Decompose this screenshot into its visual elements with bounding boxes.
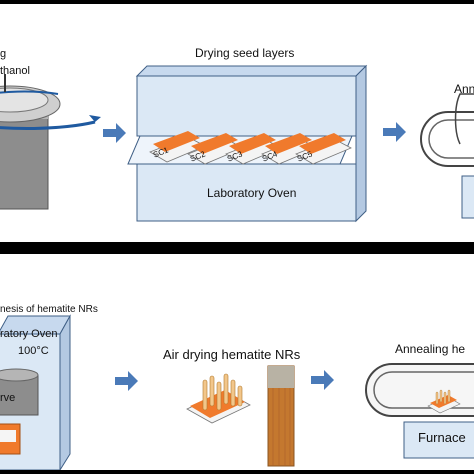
solvent-label-fragment: thanol (0, 65, 30, 77)
process-arrow-1 (103, 123, 126, 143)
anneal-label-fragment: Ann (454, 82, 474, 96)
bottom-panel: nesis of hematite NRs ratory Oven 100°C … (0, 254, 474, 470)
bottom-panel-illustration (0, 314, 474, 470)
annealing-title-fragment: Annealing he (395, 342, 466, 356)
top-panel-illustration (0, 64, 474, 223)
drying-title: Drying seed layers (195, 46, 295, 60)
hematite-nanorods (202, 373, 243, 411)
synthesis-title-fragment: nesis of hematite NRs (0, 304, 98, 315)
nanorod-film-photo (267, 365, 295, 467)
oven-label: Laboratory Oven (207, 186, 297, 200)
nanorod-substrate (186, 373, 251, 424)
furnace-label: Furnace (418, 430, 466, 445)
autoclave-label-fragment: rve (0, 392, 16, 404)
process-arrow-3 (115, 371, 138, 391)
lab-oven-label-fragment: ratory Oven (0, 328, 58, 340)
spin-coat-label-fragment: g (0, 48, 7, 60)
top-panel: g thanol Drying seed layers Laboratory O… (0, 4, 474, 242)
substrate-sc5 (295, 133, 352, 165)
process-arrow-4 (311, 370, 334, 390)
spin-coater (0, 74, 101, 210)
air-drying-title: Air drying hematite NRs (163, 347, 301, 362)
hydrothermal-oven (0, 314, 71, 470)
annealing-furnace (365, 363, 474, 459)
process-arrow-2 (383, 122, 406, 142)
temperature-label: 100°C (18, 345, 49, 357)
annealing-furnace-partial (420, 93, 474, 219)
